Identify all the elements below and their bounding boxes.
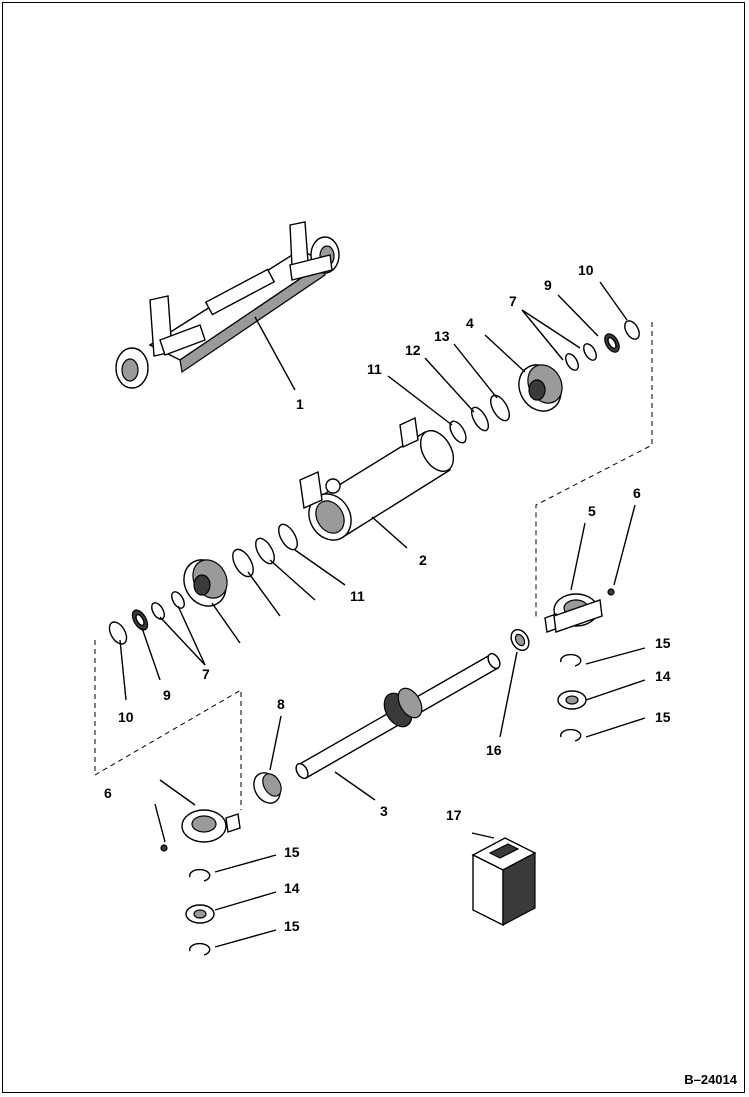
piston-upper xyxy=(518,364,563,412)
label-1: 1 xyxy=(296,396,304,412)
rod-end-upper xyxy=(544,593,603,633)
leader-lines xyxy=(119,281,646,948)
label-14-lower: 14 xyxy=(284,880,300,896)
label-17: 17 xyxy=(446,807,462,823)
rod-end-lower xyxy=(181,809,241,843)
upper-seals xyxy=(449,320,640,444)
label-8: 8 xyxy=(277,696,285,712)
rod-seal-wiper xyxy=(253,772,282,804)
part-labels: 1 2 3 4 5 6 6 7 7 8 9 9 10 10 11 11 12 1… xyxy=(104,262,671,934)
axle-assembly xyxy=(115,221,340,389)
bearing-set-upper xyxy=(557,653,587,742)
label-6-lower: 6 xyxy=(104,785,112,801)
label-15-lower-a: 15 xyxy=(284,844,300,860)
label-5: 5 xyxy=(588,503,596,519)
nut xyxy=(510,628,530,652)
label-16: 16 xyxy=(486,742,502,758)
label-15-upper-a: 15 xyxy=(655,635,671,651)
seal-kit-box xyxy=(471,837,537,927)
piston-lower xyxy=(183,559,228,607)
label-12: 12 xyxy=(405,342,421,358)
label-15-upper-b: 15 xyxy=(655,709,671,725)
label-7-upper: 7 xyxy=(509,293,517,309)
label-7-lower: 7 xyxy=(202,666,210,682)
label-11-upper: 11 xyxy=(367,361,382,377)
grease-fitting-upper xyxy=(607,588,615,596)
label-2: 2 xyxy=(419,552,427,568)
grease-fitting-lower xyxy=(160,844,168,852)
label-10-upper: 10 xyxy=(578,262,594,278)
diagram-reference-number: B–24014 xyxy=(684,1072,737,1087)
label-11-lower: 11 xyxy=(350,588,365,604)
alignment-lines xyxy=(94,322,653,810)
piston-rod xyxy=(295,652,501,780)
lower-seals xyxy=(108,523,298,645)
label-10-lower: 10 xyxy=(118,709,134,725)
label-3: 3 xyxy=(380,803,388,819)
label-15-lower-b: 15 xyxy=(284,918,300,934)
label-6-upper: 6 xyxy=(633,485,641,501)
label-9-upper: 9 xyxy=(544,277,552,293)
bearing-set-lower xyxy=(185,868,215,956)
label-14-upper: 14 xyxy=(655,668,671,684)
label-9-lower: 9 xyxy=(163,687,171,703)
label-4: 4 xyxy=(466,315,474,331)
cylinder-barrel xyxy=(299,416,455,541)
label-13: 13 xyxy=(434,328,450,344)
